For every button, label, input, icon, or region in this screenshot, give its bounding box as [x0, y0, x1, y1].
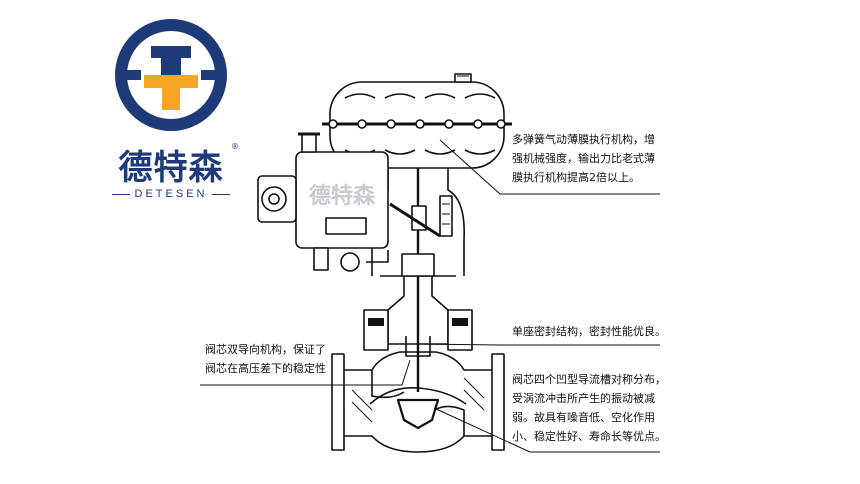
- brand-name-en: DETESEN: [96, 188, 246, 200]
- watermark-text: 德特森: [309, 183, 376, 209]
- annotation-line: 多弹簧气动薄膜执行机构，增: [512, 133, 655, 146]
- annotation-line: 弱。故具有噪音低、空化作用: [512, 411, 655, 424]
- annotation-core: 阀芯四个凹型导流槽对称分布， 受涡流冲击所产生的振动被减 弱。故具有噪音低、空化…: [512, 370, 666, 446]
- annotation-seal: 单座密封结构，密封性能优良。: [512, 322, 666, 341]
- logo-emblem-icon: [115, 19, 227, 131]
- annotation-actuator: 多弹簧气动薄膜执行机构，增 强机械强度，输出力比老式薄 膜执行机构提高2倍以上。: [512, 130, 655, 187]
- annotation-leaders: [200, 139, 660, 453]
- annotation-line: 阀芯四个凹型导流槽对称分布，: [512, 373, 666, 386]
- valve-positioner: [257, 132, 389, 272]
- annotation-line: 受涡流冲击所产生的振动被减: [512, 392, 655, 405]
- annotation-line: 单座密封结构，密封性能优良。: [512, 325, 666, 338]
- annotation-line: 强机械强度，输出力比老式薄: [512, 152, 655, 165]
- bonnet: [363, 253, 473, 392]
- brand-name-cn: 德特森: [118, 148, 224, 188]
- annotation-line: 膜执行机构提高2倍以上。: [512, 171, 640, 184]
- registered-mark: ®: [231, 142, 239, 151]
- annotation-line: 阀芯在高压差下的稳定性: [205, 362, 326, 375]
- brand-logo: 德特森 ® DETESEN: [96, 18, 246, 200]
- annotation-line: 小、稳定性好、寿命长等优点。: [512, 430, 666, 443]
- valve-body: [331, 351, 505, 453]
- annotation-guide: 阀芯双导向机构，保证了 阀芯在高压差下的稳定性: [205, 340, 326, 378]
- annotation-line: 阀芯双导向机构，保证了: [205, 343, 326, 356]
